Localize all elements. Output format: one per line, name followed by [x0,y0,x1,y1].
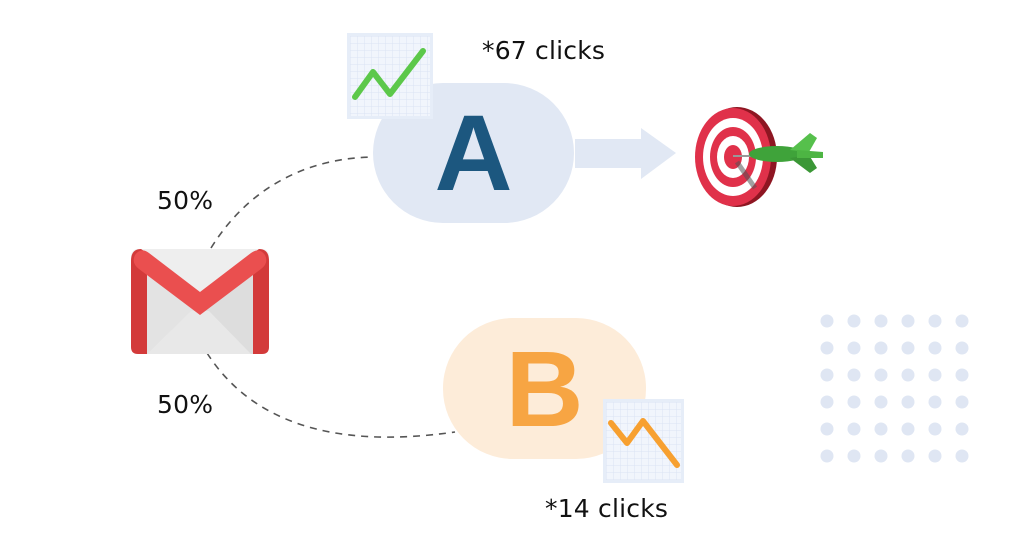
trend-up-chart-icon [347,33,433,119]
variant-a-letter: A [434,92,513,213]
gmail-envelope-icon [131,249,269,354]
connector-to-a [210,156,374,249]
variant-a-clicks: *67 clicks [482,36,606,65]
connector-to-b [206,352,456,438]
trend-down-chart-icon [603,399,684,483]
split-percent-bottom: 50% [157,390,214,419]
target-dart-icon [685,100,825,215]
arrow-right-icon [575,128,676,179]
variant-a-box: A [373,83,574,223]
variant-b-letter: B [505,327,584,449]
split-percent-top: 50% [157,186,214,215]
dot-grid-decoration [820,314,969,463]
variant-b-clicks: *14 clicks [545,494,669,523]
